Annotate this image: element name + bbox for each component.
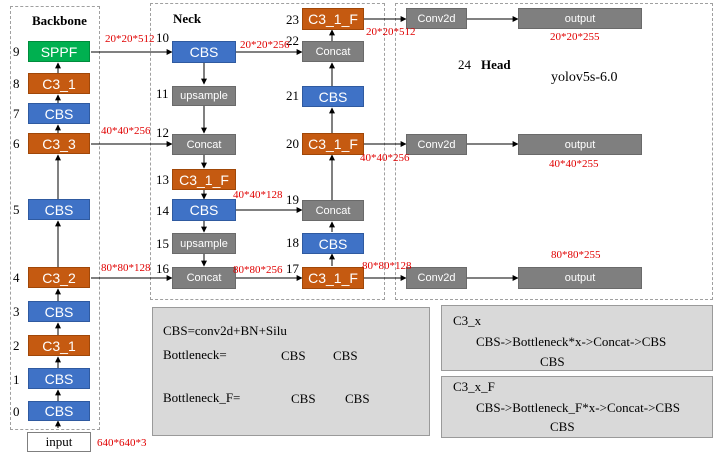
- legend-bottleneck-f-cbs-1: CBS: [291, 391, 316, 406]
- dim-c3-17-out: 80*80*128: [362, 260, 412, 272]
- neck-block-19: Concat: [302, 200, 364, 221]
- backbone-num-0: 0: [13, 404, 20, 419]
- backbone-num-3: 3: [13, 304, 20, 319]
- legend-bottleneck-f-label: Bottleneck_F=: [163, 390, 241, 405]
- head-number: 24: [458, 57, 471, 72]
- legend-panel-cbs: [152, 307, 430, 436]
- legend-c3xf-shortcut-cbs: CBS: [550, 419, 575, 434]
- neck-block-15: upsample: [172, 233, 236, 254]
- backbone-block-0: CBS: [28, 401, 90, 421]
- dim-c3-3-out: 40*40*256: [101, 125, 151, 137]
- backbone-num-5: 5: [13, 202, 20, 217]
- neck-block-17: C3_1_F: [302, 267, 364, 289]
- backbone-num-6: 6: [13, 136, 20, 151]
- dim-head-1: 40*40*255: [549, 158, 599, 170]
- backbone-num-7: 7: [13, 106, 20, 121]
- backbone-block-7: CBS: [28, 103, 90, 124]
- legend-c3x-shortcut-cbs: CBS: [540, 354, 565, 369]
- backbone-block-4: C3_2: [28, 267, 90, 288]
- neck-num-15: 15: [156, 236, 169, 251]
- legend-c3xf-title: C3_x_F: [453, 379, 495, 394]
- legend-panel-c3x: [441, 305, 713, 371]
- head-conv-0: Conv2d: [406, 8, 467, 29]
- dim-head-0: 20*20*255: [550, 31, 600, 43]
- neck-num-12: 12: [156, 125, 169, 140]
- neck-block-16: Concat: [172, 267, 236, 289]
- model-name: yolov5s-6.0: [551, 70, 618, 85]
- neck-num-13: 13: [156, 172, 169, 187]
- head-output-1: output: [518, 134, 642, 155]
- backbone-block-1: CBS: [28, 368, 90, 389]
- dim-c3-23-out: 20*20*512: [366, 26, 416, 38]
- backbone-block-2: C3_1: [28, 335, 90, 356]
- neck-num-14: 14: [156, 203, 169, 218]
- neck-num-17: 17: [286, 261, 299, 276]
- legend-bottleneck-cbs-2: CBS: [333, 348, 358, 363]
- dim-cbs10-out: 20*20*256: [240, 39, 290, 51]
- neck-title: Neck: [173, 11, 202, 26]
- backbone-block-3: CBS: [28, 301, 90, 322]
- head-region: [395, 3, 713, 300]
- backbone-block-6: C3_3: [28, 133, 90, 154]
- head-output-2: output: [518, 267, 642, 289]
- neck-region: [150, 3, 385, 300]
- dim-sppf-out: 20*20*512: [105, 33, 155, 45]
- neck-block-12: Concat: [172, 134, 236, 155]
- neck-block-23: C3_1_F: [302, 8, 364, 30]
- neck-block-18: CBS: [302, 233, 364, 254]
- head-conv-1: Conv2d: [406, 134, 467, 155]
- legend-cbs-definition: CBS=conv2d+BN+Silu: [163, 323, 287, 338]
- neck-block-11: upsample: [172, 86, 236, 106]
- head-conv-2: Conv2d: [406, 267, 467, 289]
- backbone-num-2: 2: [13, 338, 20, 353]
- neck-num-21: 21: [286, 88, 299, 103]
- dim-input: 640*640*3: [97, 437, 147, 449]
- neck-block-13: C3_1_F: [172, 169, 236, 190]
- neck-num-22: 22: [286, 33, 299, 48]
- backbone-num-8: 8: [13, 76, 20, 91]
- legend-c3xf-flow: CBS->Bottleneck_F*x->Concat->CBS: [476, 400, 680, 415]
- neck-num-11: 11: [156, 86, 169, 101]
- backbone-num-1: 1: [13, 372, 20, 387]
- dim-c3-20-out: 40*40*256: [360, 152, 410, 164]
- legend-c3x-flow: CBS->Bottleneck*x->Concat->CBS: [476, 334, 667, 349]
- legend-panel-c3xf: [441, 376, 713, 438]
- neck-num-20: 20: [286, 136, 299, 151]
- head-output-0: output: [518, 8, 642, 29]
- legend-bottleneck-cbs-1: CBS: [281, 348, 306, 363]
- backbone-block-8: C3_1: [28, 73, 90, 94]
- neck-block-21: CBS: [302, 86, 364, 107]
- neck-num-18: 18: [286, 235, 299, 250]
- legend-bottleneck-f-cbs-2: CBS: [345, 391, 370, 406]
- head-title: Head: [481, 57, 511, 72]
- backbone-num-9: 9: [13, 44, 20, 59]
- dim-cbs14-out: 40*40*128: [233, 189, 283, 201]
- neck-num-23: 23: [286, 12, 299, 27]
- backbone-block-5: CBS: [28, 199, 90, 220]
- neck-num-16: 16: [156, 261, 169, 276]
- neck-block-22: Concat: [302, 41, 364, 62]
- neck-num-10: 10: [156, 30, 169, 45]
- backbone-block-9: SPPF: [28, 41, 90, 62]
- neck-num-19: 19: [286, 192, 299, 207]
- input-block: input: [27, 432, 91, 452]
- backbone-title: Backbone: [32, 13, 87, 28]
- legend-bottleneck-label: Bottleneck=: [163, 347, 227, 362]
- neck-block-14: CBS: [172, 199, 236, 221]
- neck-block-10: CBS: [172, 41, 236, 63]
- neck-block-20: C3_1_F: [302, 133, 364, 155]
- backbone-region: [10, 6, 100, 430]
- backbone-num-4: 4: [13, 270, 20, 285]
- dim-c3-2-out: 80*80*128: [101, 262, 151, 274]
- dim-concat16-out: 80*80*256: [233, 264, 283, 276]
- dim-head-2: 80*80*255: [551, 249, 601, 261]
- legend-c3x-title: C3_x: [453, 313, 482, 328]
